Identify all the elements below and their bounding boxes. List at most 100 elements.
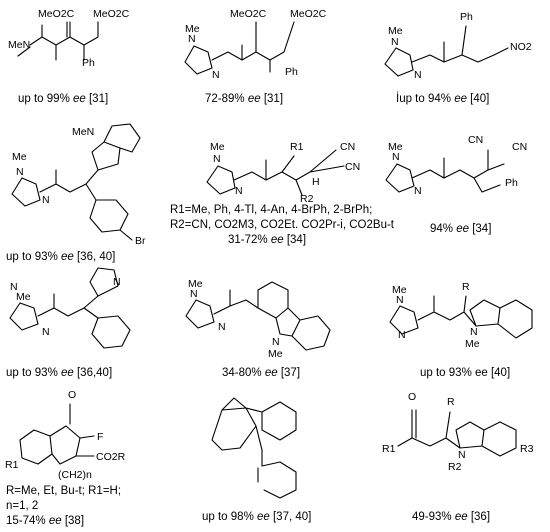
label: R — [447, 396, 455, 408]
label: R2 — [300, 193, 314, 205]
compound-11-structure — [211, 397, 297, 499]
label: N — [470, 326, 478, 338]
caption-pre: up to 98% — [202, 511, 257, 523]
caption-pre: up to 93% — [6, 251, 61, 263]
label: CN — [340, 141, 355, 153]
compound-1-structure: MeO2C MeO2C MeN Ph — [8, 8, 130, 69]
label: Me — [268, 348, 283, 360]
caption-ee: ee — [256, 511, 270, 523]
label: Ph — [505, 177, 518, 189]
compound-4-structure: MeN N Me N Br — [11, 123, 146, 247]
label: R1 — [5, 459, 19, 471]
label: R1 — [290, 141, 304, 153]
label: N — [213, 153, 221, 165]
caption-ee: ee — [454, 93, 467, 105]
compound-9-structure: Me R N N N Me — [389, 281, 533, 350]
label: CN — [512, 141, 527, 153]
caption-pre: up to 99% — [18, 93, 73, 105]
label: N — [218, 321, 226, 333]
caption-compound-10: 15-74% ee [38] — [6, 514, 121, 529]
caption-compound-8: 34-80% ee [37] — [222, 366, 300, 380]
label: N — [392, 151, 400, 163]
label: N — [190, 288, 198, 300]
label: N — [42, 194, 50, 206]
label: MeN — [8, 39, 30, 51]
compound-5-description: R1=Me, Ph, 4-Tl, 4-An, 4-BrPh, 2-BrPh; R… — [170, 203, 394, 248]
label: N — [272, 336, 280, 348]
caption-pre: 72-89% — [205, 93, 248, 105]
label: CO2R — [96, 451, 126, 463]
caption-pre: 34-80% — [222, 367, 265, 379]
caption-ee: ee — [456, 223, 470, 235]
label: MeO2C — [290, 8, 327, 20]
n-definition: n=1, 2 — [6, 500, 39, 512]
caption-post: [40] — [466, 93, 490, 105]
label: R — [462, 281, 470, 293]
caption-ee: ee — [72, 93, 86, 105]
label: Me — [12, 151, 27, 163]
label: N — [391, 36, 399, 48]
label: MeO2C — [38, 8, 75, 20]
caption-compound-1: up to 99% ee [31] — [18, 92, 108, 106]
caption-post: [36, 40] — [73, 251, 116, 263]
caption-compound-4: up to 93% ee [36, 40] — [6, 250, 115, 264]
label: N — [212, 69, 220, 81]
label: N — [188, 33, 196, 45]
label: N — [10, 281, 18, 293]
compound-6-structure: CN CN Me N N Ph — [385, 134, 527, 197]
caption-post: [37] — [277, 367, 301, 379]
caption-post: [36,40] — [73, 367, 113, 379]
caption-ee: ee — [60, 251, 74, 263]
caption-ee: ee — [247, 93, 261, 105]
caption-pre: İup to 94% — [396, 93, 455, 105]
caption-compound-7: up to 93% ee [36,40] — [6, 366, 112, 380]
compound-2-structure: MeO2C MeO2C N Me N Ph — [184, 8, 327, 81]
caption-compound-3: İup to 94% ee [40] — [396, 92, 489, 106]
label: N — [42, 326, 50, 338]
label: H — [312, 176, 320, 188]
compound-12-structure: O R R1 N R2 R3 — [382, 391, 534, 473]
label: N — [398, 329, 406, 341]
caption-pre: 15-74% — [6, 515, 49, 527]
r-definition: R=Me, Et, Bu-t; R1=H; — [6, 485, 122, 497]
compound-8-structure: N Me N N Me — [185, 278, 331, 360]
caption-ee: ee — [48, 515, 62, 527]
caption-ee: ee — [454, 511, 468, 523]
caption-pre: 94% — [430, 223, 457, 235]
label: CN — [468, 134, 483, 146]
caption-ee: ee — [264, 367, 278, 379]
label: N — [396, 294, 404, 306]
caption-compound-2: 72-89% ee [31] — [205, 92, 283, 106]
r1-definition: R1=Me, Ph, 4-Tl, 4-An, 4-BrPh, 2-BrPh; — [170, 204, 373, 216]
label: Ph — [82, 57, 95, 69]
label: NO2 — [510, 41, 532, 53]
label: O — [408, 391, 416, 403]
caption-post: [31] — [260, 93, 284, 105]
compound-10-description: R=Me, Et, Bu-t; R1=H; n=1, 2 15-74% ee [… — [6, 484, 121, 529]
compound-10-structure: O F CO2R R1 (CH2)n — [5, 389, 126, 481]
label: Me — [210, 141, 225, 153]
label: R3 — [520, 443, 534, 455]
caption-compound-5: 31-72% ee [34] — [170, 233, 394, 248]
caption-ee: ee — [60, 367, 74, 379]
label: CN — [345, 161, 360, 173]
label: Br — [135, 235, 146, 247]
label: Me — [388, 141, 403, 153]
compound-5-structure: R1 CN Me N N H CN R2 — [206, 141, 360, 205]
label: MeO2C — [93, 8, 130, 20]
label: N — [235, 185, 243, 197]
label: Ph — [285, 66, 298, 78]
r2-definition: R2=CN, CO2M3, CO2Et. CO2Pr-i, CO2Bu-t — [170, 219, 394, 231]
label: (CH2)n — [58, 469, 92, 481]
label: F — [97, 431, 103, 443]
caption-pre: 49-93% — [412, 511, 455, 523]
label: Me — [16, 291, 31, 303]
label: O — [68, 389, 76, 401]
caption-post: [31] — [85, 93, 109, 105]
label: Me — [392, 284, 407, 296]
label: N — [414, 69, 422, 81]
label: N — [458, 449, 466, 461]
compound-3-structure: Ph N Me N NO2 — [384, 11, 532, 81]
